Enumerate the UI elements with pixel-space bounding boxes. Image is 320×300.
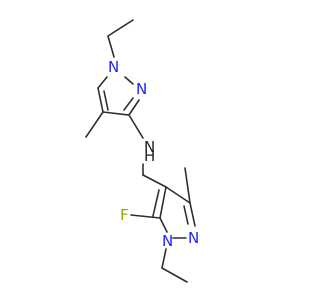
atom-label-bottom-n1: N [162,232,173,250]
bond-top-methyl [85,111,104,138]
bond-top-c5-c4-double [103,90,109,111]
bond-top-c3-n2 [128,99,140,116]
bond-bottom-n1-ch2 [161,248,167,269]
bond-bottom-c3-n2-double [183,205,189,225]
atom-label-fluorine: F [120,206,129,224]
bond-top-n1-c5 [97,76,108,89]
bond-bottom-c5-c4-double [152,189,160,217]
atom-label-amine-n: N [144,138,155,156]
bond-bottom-c5-c4 [159,186,167,219]
bond-top-c4-c3 [102,111,130,116]
bond-top-c5-c4 [97,87,104,113]
bond-top-c3-n2-double [123,97,134,111]
bond-bottom-ethyl-ch3 [161,267,188,283]
atom-label-bottom-n2: N [188,229,199,247]
atom-label-top-n1: N [108,58,119,76]
bond-bottom-c3-methyl [184,167,191,204]
atom-label-amine-h: H [144,147,155,165]
bond-ch2-ring [142,174,167,188]
bond-top-n2-n1 [124,76,134,85]
bond-c3-amine [128,114,144,139]
bond-ethyl-top-ch3 [107,19,134,37]
bond-bottom-n1-c5 [159,217,168,233]
bond-bottom-c3-n2 [189,202,196,227]
bond-c5-fluorine [130,214,161,219]
bond-bottom-c4-c3 [165,186,191,204]
bond-ethyl-top-ch2 [107,35,115,58]
atom-label-top-n2: N [136,80,147,98]
structure-canvas: N N N H F N N [85,19,199,283]
molecule-structure: N N N H F N N [85,19,199,283]
